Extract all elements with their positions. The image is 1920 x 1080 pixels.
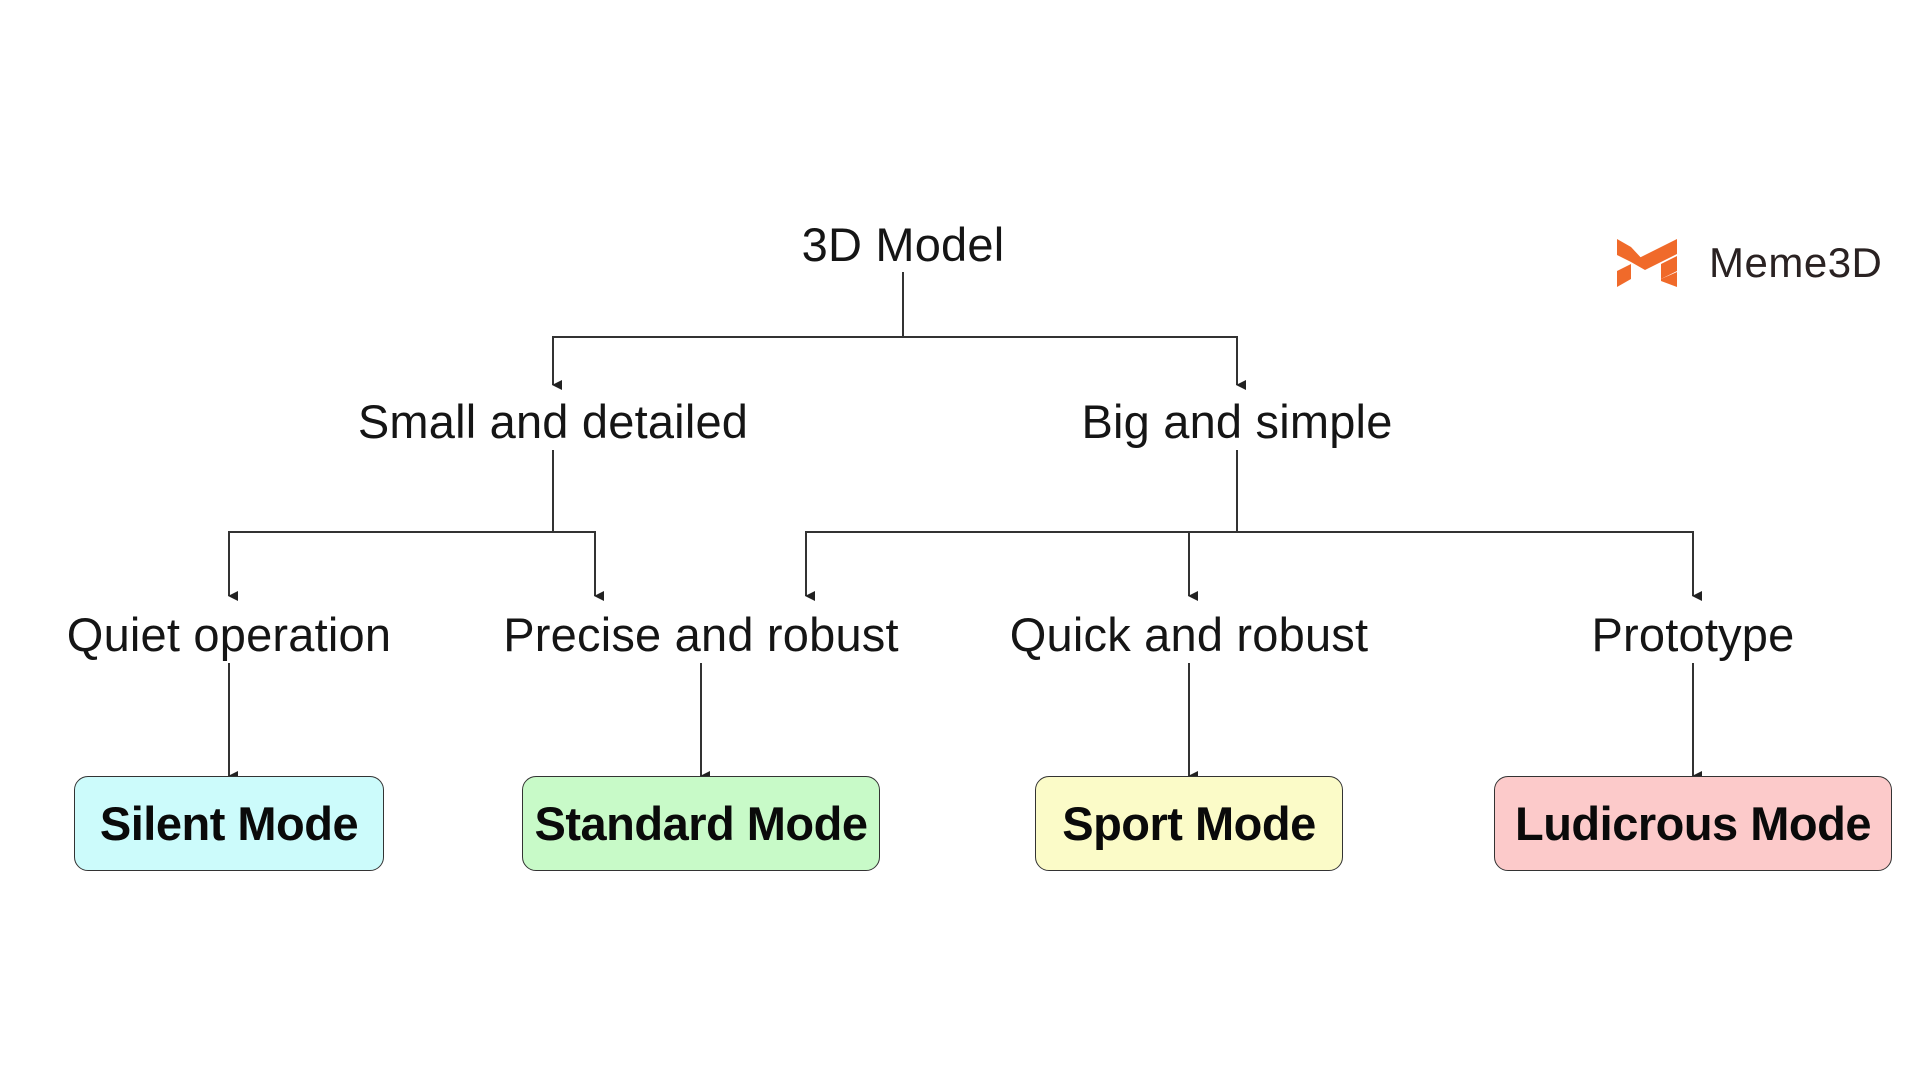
node-quiet-operation: Quiet operation — [66, 608, 392, 661]
root-node-3d-model: 3D Model — [801, 218, 1005, 271]
brand-name: Meme3D — [1709, 239, 1883, 286]
sport-mode-label: Sport Mode — [1062, 797, 1316, 850]
meme3d-logo-icon — [1617, 239, 1677, 287]
ludicrous-mode-box: Ludicrous Mode — [1494, 776, 1892, 871]
brand-logo: Meme3D — [1615, 236, 1882, 290]
edge-small-to-precise-and-robust — [553, 531, 604, 601]
silent-mode-box: Silent Mode — [74, 776, 384, 871]
silent-mode-label: Silent Mode — [99, 797, 359, 850]
standard-mode-box: Standard Mode — [522, 776, 880, 871]
node-precise-and-robust: Precise and robust — [503, 608, 899, 661]
sport-mode-box: Sport Mode — [1035, 776, 1343, 871]
edge-big-to-precise-and-robust — [805, 531, 1237, 601]
edge-root-to-big-and-simple — [903, 336, 1246, 390]
node-quick-and-robust: Quick and robust — [1009, 608, 1369, 661]
node-big-and-simple: Big and simple — [1081, 395, 1393, 448]
edge-root-to-small-and-detailed — [552, 336, 903, 390]
edge-small-to-quiet-operation — [228, 531, 553, 601]
node-prototype: Prototype — [1591, 608, 1795, 661]
edge-big-to-prototype — [1237, 531, 1702, 601]
node-small-and-detailed: Small and detailed — [357, 395, 749, 448]
standard-mode-label: Standard Mode — [534, 797, 868, 850]
ludicrous-mode-label: Ludicrous Mode — [1515, 797, 1871, 850]
